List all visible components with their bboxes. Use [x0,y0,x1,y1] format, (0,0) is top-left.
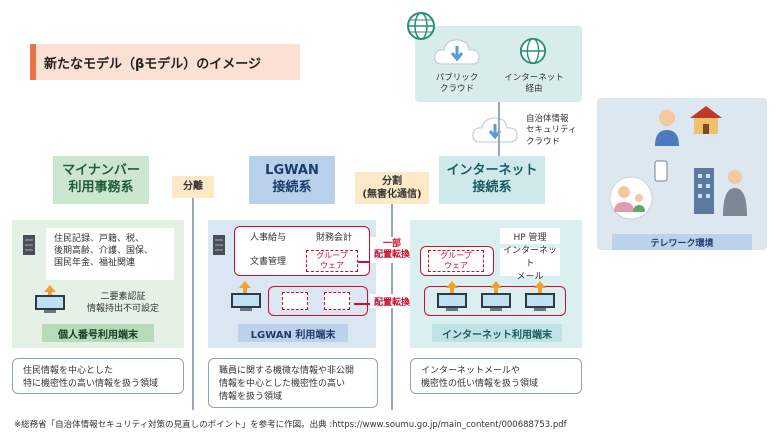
mynumber-auth-label: 二要素認証 情報持出不可設定 [86,291,159,314]
footnote: ※総務省「自治体情報セキュリティ対策の見直しのポイント」を参考に作図。出典 :h… [14,420,567,430]
separator-divide-label: 分割 (無害化通信) [355,172,429,204]
move-tag: 配置転換 [370,294,414,308]
lgwan-app-hr: 人事給与 [249,232,286,243]
title-accent-bar [30,44,36,80]
internet-up-arrow-1 [446,278,458,297]
security-cloud-icon [470,110,520,150]
internet-groupware: グループ ウェア [428,250,484,272]
lgwan-terminal-icon [230,292,262,316]
mynumber-server-icon [22,234,36,260]
lgwan-desc: 職員に関する機微な情報や非公開 情報を中心とした機密性の高い 情報を扱う領域 [208,358,378,408]
internet-mail-box: インターネット メール [500,246,560,282]
mynumber-terminal-icon [34,294,66,318]
telework-family-icon [606,176,656,224]
internet-up-arrow-3 [534,278,546,297]
lgwan-terminals-group [268,286,368,316]
page-title-box: 新たなモデル（βモデル）のイメージ [30,44,300,80]
mynumber-header: マイナンバー 利用事務系 [53,156,149,204]
separator-line-1 [192,198,194,410]
telework-worker-icon [720,168,750,222]
page-title: 新たなモデル（βモデル）のイメージ [44,57,262,72]
internet-route-label: インターネット 経由 [504,72,564,94]
lgwan-app-finance: 財務会計 [315,232,352,243]
internet-hp-box: HP 管理 [500,228,560,244]
telework-label: テレワーク環境 [612,234,752,250]
telework-person-icon [650,108,684,152]
cloud-connector-line [498,102,500,162]
public-cloud-icon [432,34,482,72]
internet-up-arrow-2 [490,278,502,297]
internet-terminal-icon-3 [524,292,556,316]
lgwan-app-document: 文書管理 [249,256,286,267]
mynumber-info-box: 住民記録、戸籍、税、 後期高齢、介護、国保、 国民年金、福祉関連 [46,228,174,280]
lgwan-up-arrow [239,278,251,297]
internet-desc: インターネットメールや 機密性の低い情報を扱う領域 [410,358,582,394]
lgwan-terminal-placeholder-1 [282,292,308,310]
lgwan-terminal-placeholder-2 [324,292,350,310]
lgwan-server-icon [212,234,226,260]
mynumber-terminal-label: 個人番号利用端末 [42,324,154,342]
internet-globe-icon [518,36,548,70]
internet-terminal-icon-1 [436,292,468,316]
mynumber-desc: 住民情報を中心とした 特に機密性の高い情報を扱う領域 [12,358,184,394]
lgwan-groupware: グループ ウェア [306,250,358,272]
internet-terminal-label: インターネット利用端末 [432,324,562,342]
separator-split-label: 分離 [172,176,214,198]
globe-icon [405,10,437,46]
telework-building-icon [692,166,716,220]
internet-terminal-icon-2 [480,292,512,316]
security-cloud-label: 自治体情報 セキュリティ クラウド [526,114,577,147]
lgwan-terminal-label: LGWAN 利用端末 [238,324,348,342]
public-cloud-label: パブリック クラウド [435,72,479,94]
mynumber-up-arrow [44,282,56,301]
telework-device-icon [654,160,668,186]
partial-move-tag: 一部 配置転換 [370,237,414,263]
telework-house-icon [686,104,726,140]
internet-header: インターネット 接続系 [439,156,545,204]
lgwan-header: LGWAN 接続系 [249,156,335,204]
